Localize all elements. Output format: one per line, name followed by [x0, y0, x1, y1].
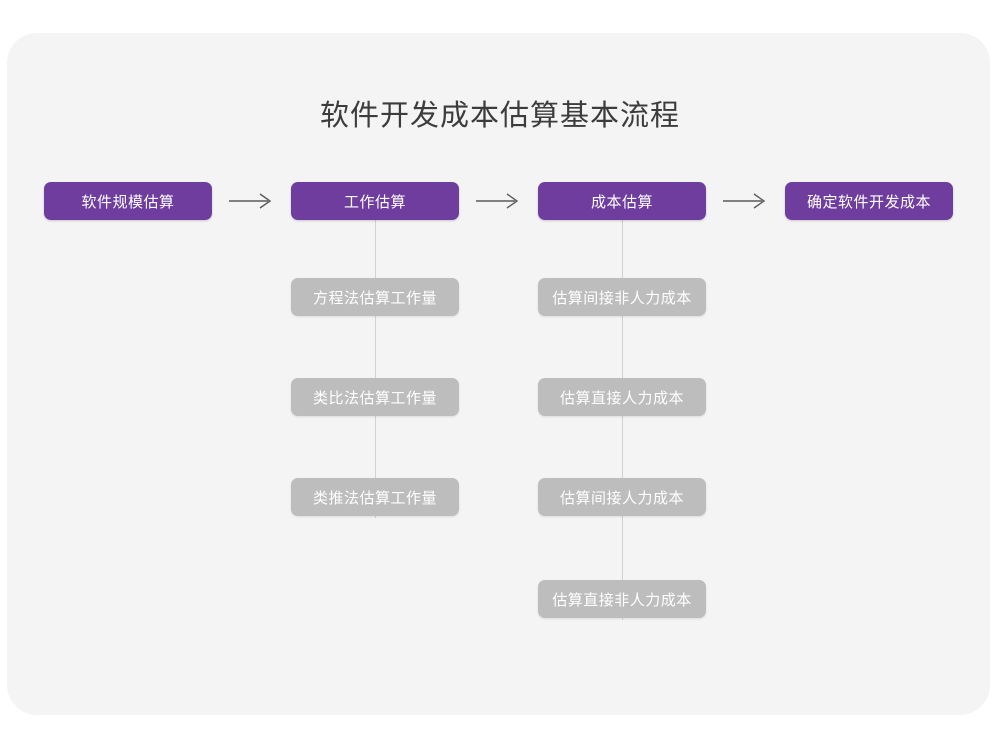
branch-node-label: 估算间接非人力成本: [552, 289, 692, 307]
flow-node-determine-development-cost[interactable]: 确定软件开发成本: [785, 182, 953, 220]
branch-node-analogy-method-workload[interactable]: 类比法估算工作量: [291, 378, 459, 416]
arrow-3-icon: [722, 190, 770, 212]
flow-node-label: 确定软件开发成本: [806, 193, 931, 211]
flow-node-cost-estimation[interactable]: 成本估算: [538, 182, 706, 220]
branch-node-direct-nonlabor-cost[interactable]: 估算直接非人力成本: [538, 580, 706, 618]
branch-node-indirect-labor-cost[interactable]: 估算间接人力成本: [538, 478, 706, 516]
flow-node-software-scale-estimation[interactable]: 软件规模估算: [44, 182, 212, 220]
flow-node-label: 工作估算: [343, 193, 406, 211]
branch-node-equation-method-workload[interactable]: 方程法估算工作量: [291, 278, 459, 316]
arrow-2-icon: [475, 190, 523, 212]
branch-node-label: 估算间接人力成本: [559, 489, 684, 507]
branch-node-indirect-nonlabor-cost[interactable]: 估算间接非人力成本: [538, 278, 706, 316]
connector-line-cost: [622, 220, 623, 620]
branch-node-label: 类推法估算工作量: [312, 489, 437, 507]
branch-node-label: 类比法估算工作量: [312, 389, 437, 407]
branch-node-direct-labor-cost[interactable]: 估算直接人力成本: [538, 378, 706, 416]
branch-node-label: 方程法估算工作量: [312, 289, 437, 307]
connector-line-work: [375, 220, 376, 518]
page-title: 软件开发成本估算基本流程: [319, 100, 680, 132]
branch-node-label: 估算直接人力成本: [559, 389, 684, 407]
flow-node-work-estimation[interactable]: 工作估算: [291, 182, 459, 220]
branch-node-inference-method-workload[interactable]: 类推法估算工作量: [291, 478, 459, 516]
diagram-panel: [7, 33, 990, 715]
branch-node-label: 估算直接非人力成本: [552, 591, 692, 609]
arrow-1-icon: [228, 190, 276, 212]
flow-node-label: 软件规模估算: [81, 193, 175, 211]
flow-node-label: 成本估算: [590, 193, 653, 211]
